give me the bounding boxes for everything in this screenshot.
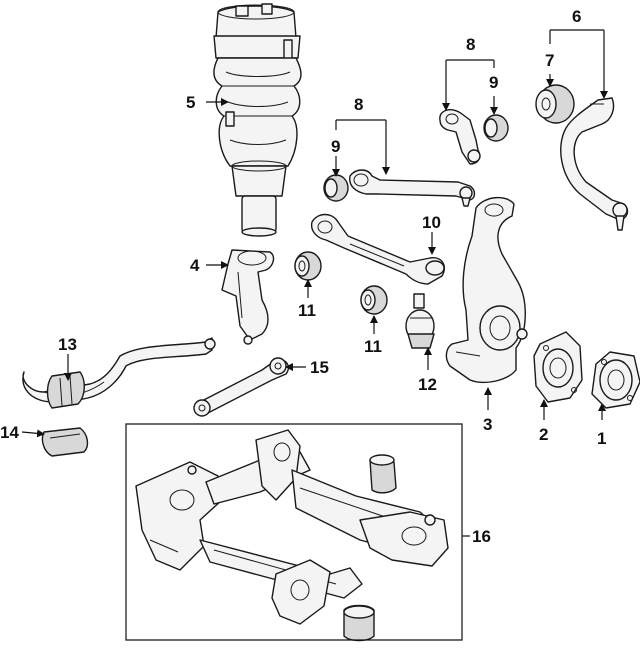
stabilizer-bushing-part[interactable] xyxy=(46,371,85,409)
callout-2: 2 xyxy=(539,425,548,444)
callout-8-right: 8 xyxy=(466,35,475,54)
callout-9-left: 9 xyxy=(331,137,340,156)
stabilizer-bracket-part[interactable] xyxy=(41,427,89,457)
lower-control-arm-part[interactable] xyxy=(310,213,446,285)
callout-8-left: 8 xyxy=(354,95,363,114)
subframe-frame-box xyxy=(125,423,463,641)
stabilizer-link-part[interactable] xyxy=(193,357,290,417)
callout-1: 1 xyxy=(597,429,606,448)
callout-15: 15 xyxy=(310,358,329,377)
wheel-hub-part[interactable] xyxy=(591,351,640,409)
callout-11-lower: 11 xyxy=(364,337,382,356)
callout-11-upper: 11 xyxy=(298,301,316,320)
callout-16: 16 xyxy=(472,527,491,546)
air-strut-part[interactable] xyxy=(213,3,302,237)
leader-lines xyxy=(21,29,608,537)
strut-bracket-part[interactable] xyxy=(221,249,275,345)
wheel-bearing-part[interactable] xyxy=(533,331,583,403)
callout-12: 12 xyxy=(418,375,437,394)
callout-3: 3 xyxy=(483,415,492,434)
callout-10: 10 xyxy=(422,213,441,232)
control-arm-bushing-upper-part[interactable] xyxy=(294,251,322,281)
callout-14: 14 xyxy=(0,423,19,442)
callout-5: 5 xyxy=(186,93,195,112)
upper-arm-bushing-left-part[interactable] xyxy=(323,174,349,202)
front-arm-bushing-part[interactable] xyxy=(535,84,575,124)
callout-9-right: 9 xyxy=(489,73,498,92)
front-control-arm-part[interactable] xyxy=(560,97,629,231)
steering-knuckle-part[interactable] xyxy=(445,197,528,384)
callout-labels: 5 4 13 14 15 11 11 10 12 9 8 8 9 6 7 3 2… xyxy=(0,7,606,546)
callout-6: 6 xyxy=(572,7,581,26)
subframe-part[interactable] xyxy=(135,429,449,642)
upper-control-arm-left-part[interactable] xyxy=(349,169,476,207)
callout-7: 7 xyxy=(545,51,554,70)
callout-13: 13 xyxy=(58,335,77,354)
callout-4: 4 xyxy=(190,256,200,275)
ball-joint-part[interactable] xyxy=(405,293,435,349)
upper-control-arm-right-part[interactable] xyxy=(439,109,481,165)
upper-arm-bushing-right-part[interactable] xyxy=(483,114,509,142)
control-arm-bushing-lower-part[interactable] xyxy=(360,285,388,315)
